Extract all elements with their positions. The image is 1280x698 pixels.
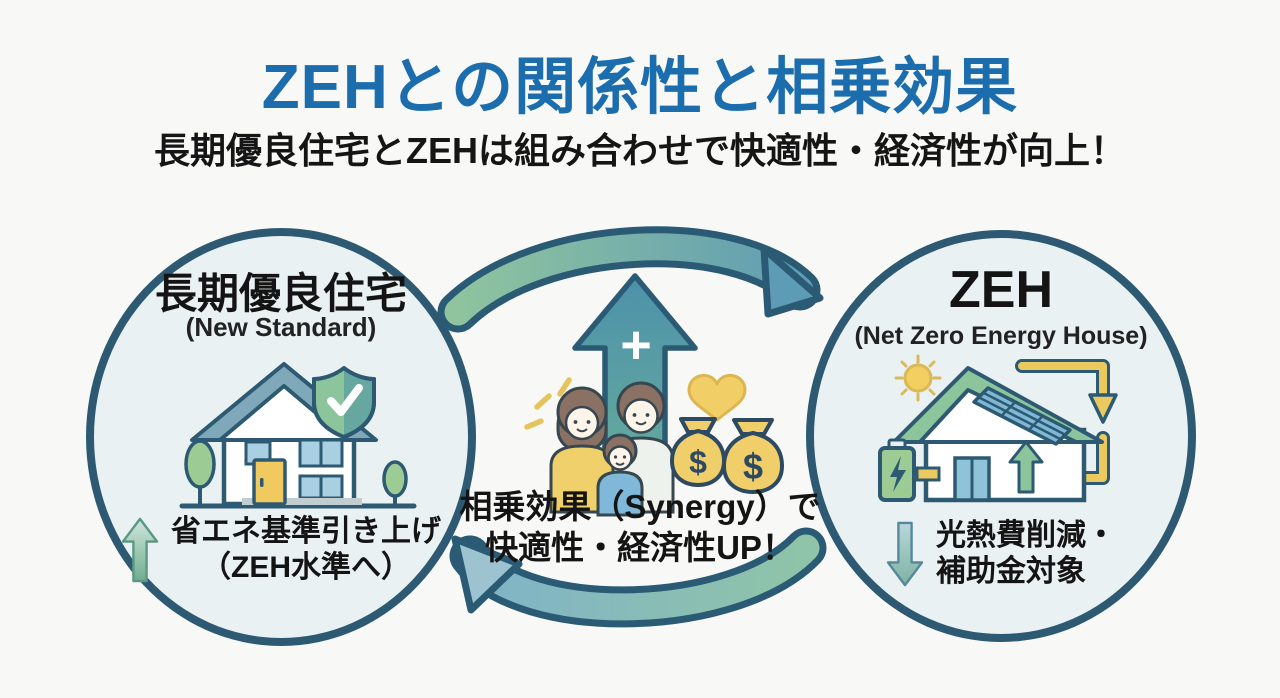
sun-icon xyxy=(894,354,942,402)
long-term-quality-housing-circle: 長期優良住宅 (New Standard) xyxy=(86,228,476,646)
tree-icon xyxy=(382,460,408,505)
right-caption-line1: 光熱費削減・ xyxy=(936,519,1116,552)
house-up-arrow-icon xyxy=(1008,440,1044,494)
center-caption-line2: 快適性・経済性UP！ xyxy=(485,529,795,567)
house-icon xyxy=(892,366,1104,503)
left-caption: 省エネ基準引き上げ （ZEH水準へ） xyxy=(94,514,468,586)
up-arrow-icon xyxy=(121,517,159,583)
door xyxy=(252,458,287,506)
connector xyxy=(915,466,941,482)
heart-icon xyxy=(687,374,747,422)
battery-icon xyxy=(878,438,941,502)
money-bag-large: $ xyxy=(722,418,784,494)
zeh-house-icon xyxy=(878,354,1118,503)
solar-panel-icon xyxy=(972,386,1072,446)
quality-house-icon xyxy=(179,362,417,509)
page-title: ZEHとの関係性と相乗効果 xyxy=(261,53,1019,122)
dollar-sign: $ xyxy=(743,446,763,487)
plus-icon: + xyxy=(620,315,652,375)
left-caption-line2: （ZEH水準へ） xyxy=(201,551,411,584)
top-cycle-arrow-icon xyxy=(437,226,824,333)
right-circle-subheading: (Net Zero Energy House) xyxy=(854,322,1148,350)
right-caption-line2: 補助金対象 xyxy=(936,555,1086,588)
tree-icon xyxy=(184,439,216,505)
right-caption: 光熱費削減・ 補助金対象 xyxy=(814,518,1188,590)
left-caption-line1: 省エネ基準引き上げ xyxy=(171,515,441,548)
left-circle-subheading: (New Standard) xyxy=(185,312,377,342)
money-bag-small: $ xyxy=(670,417,726,487)
sparkle-icon xyxy=(524,377,572,430)
money-bags-icon: $ $ xyxy=(670,417,784,494)
left-circle-heading: 長期優良住宅 xyxy=(154,270,407,317)
center-caption: 相乗効果（Synergy）で 快適性・経済性UP！ xyxy=(440,486,840,569)
down-arrow-icon xyxy=(886,521,924,587)
checkmark-icon xyxy=(327,384,363,416)
shield-check-icon xyxy=(312,366,376,439)
center-caption-line1: 相乗効果（Synergy）で xyxy=(459,488,821,525)
dollar-sign: $ xyxy=(689,444,707,480)
page-subtitle: 長期優良住宅とZEHは組み合わせで快適性・経済性が向上！ xyxy=(153,130,1126,171)
zeh-circle: ZEH (Net Zero Energy House) xyxy=(806,230,1196,642)
synergy-up-arrow-icon: + xyxy=(572,273,698,503)
right-circle-heading: ZEH xyxy=(949,261,1053,319)
